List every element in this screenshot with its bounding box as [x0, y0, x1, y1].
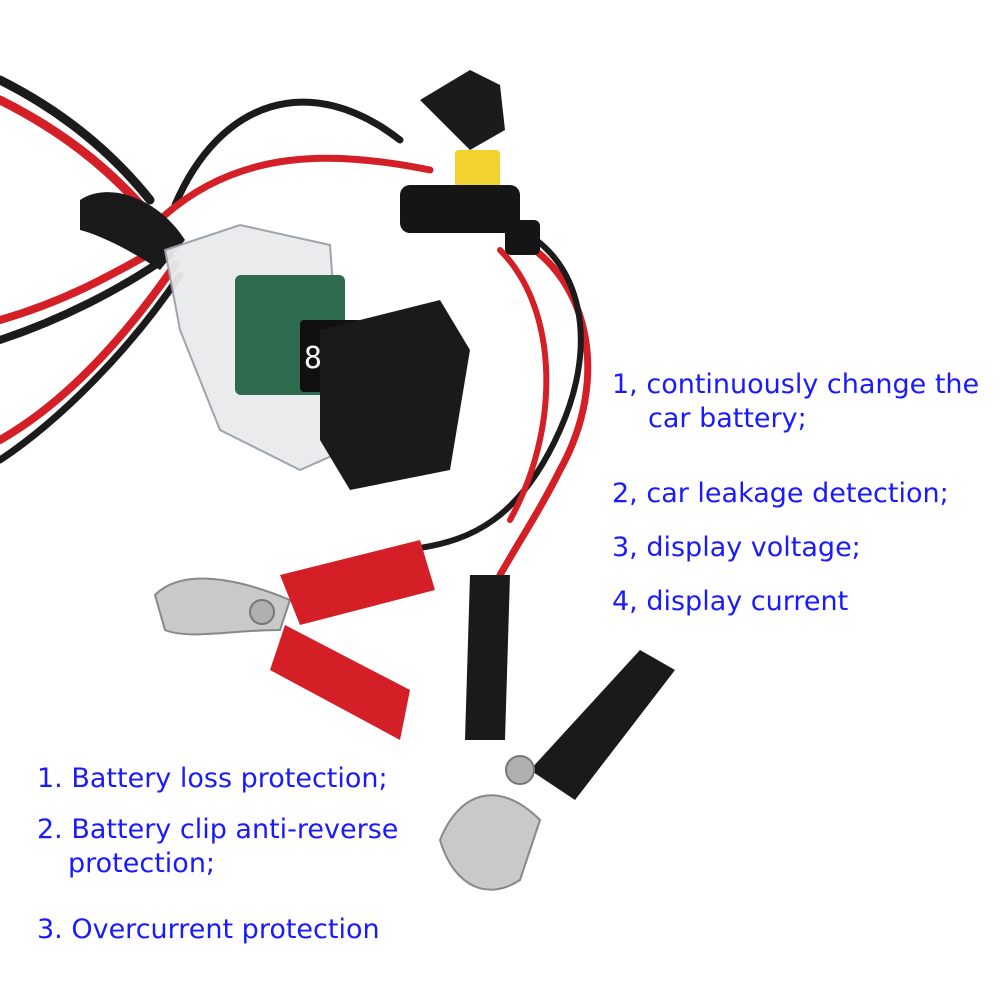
fuse	[455, 150, 500, 188]
black-sleeve-right	[530, 650, 675, 800]
protection-battery-loss: 1. Battery loss protection;	[37, 762, 388, 796]
protection-line: 1. Battery loss protection;	[37, 763, 388, 794]
obd-connector: 888	[163, 223, 470, 490]
red-sleeve-bottom	[270, 625, 410, 740]
strain-relief	[80, 192, 185, 270]
feature-line-continued: car battery;	[648, 403, 807, 434]
feature-line: 4, display current	[612, 586, 849, 617]
feature-line: 1, continuously change the	[612, 369, 980, 400]
feature-line: 3, display voltage;	[612, 532, 861, 563]
protection-line: 2. Battery clip anti-reverse	[37, 814, 399, 845]
obd-plug	[320, 300, 470, 490]
black-sleeve-left	[465, 575, 510, 740]
feature-leakage-detection: 2, car leakage detection;	[612, 477, 949, 511]
red-sleeve-top	[280, 540, 435, 625]
black-clip	[438, 575, 675, 891]
protection-overcurrent: 3. Overcurrent protection	[37, 913, 380, 947]
feature-continuous-battery: 1, continuously change the car battery;	[612, 368, 1001, 436]
feature-display-current: 4, display current	[612, 585, 848, 619]
fuse-holder	[400, 70, 540, 255]
feature-display-voltage: 3, display voltage;	[612, 531, 861, 565]
protection-line: 3. Overcurrent protection	[37, 914, 380, 945]
wire-fuse-loop	[161, 98, 592, 579]
red-clip	[153, 540, 435, 740]
wire-bundle-left	[0, 75, 184, 464]
protection-anti-reverse: 2. Battery clip anti-reverse protection;	[37, 813, 398, 881]
protection-line-continued: protection;	[68, 848, 216, 879]
feature-line: 2, car leakage detection;	[612, 478, 949, 509]
